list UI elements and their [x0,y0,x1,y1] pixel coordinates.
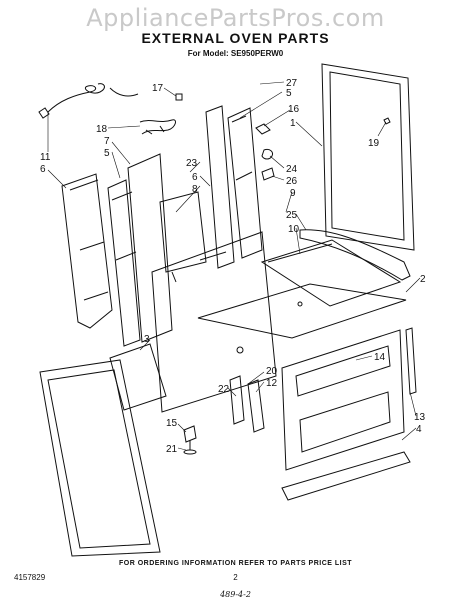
callout-6-right: 6 [192,172,198,183]
drawer-panel-drawing [39,359,161,557]
callout-3: 3 [144,334,150,345]
watermark: AppliancePartsPros.com [86,4,385,32]
hinge-bracket-drawing [229,375,265,433]
callout-20: 20 [266,366,278,377]
page-number: 2 [233,573,238,582]
callout-8: 8 [192,184,198,195]
callout-23: 23 [186,158,198,169]
left-side-panel-drawing [61,173,113,329]
kick-plate-drawing [281,451,411,501]
power-cord-drawing [38,83,139,119]
callout-21: 21 [166,444,178,455]
oven-top-drawing [197,283,407,339]
callout-17: 17 [152,83,164,94]
callout-12: 12 [266,378,278,389]
callout-6: 6 [40,164,46,175]
callout-19: 19 [368,138,380,149]
wiring-harness-drawing [139,119,176,135]
callout-14: 14 [374,352,386,363]
model-line: For Model: SE950PERW0 [187,49,284,58]
oven-door-drawing [321,63,415,251]
callout-27: 27 [286,78,298,89]
callout-16: 16 [288,104,300,115]
rear-panel-drawing [151,191,277,413]
callout-22: 22 [218,384,230,395]
page-title: EXTERNAL OVEN PARTS [141,30,330,46]
right-side-frame-drawing [205,105,263,269]
handwritten-code: 489-4-2 [220,590,251,599]
front-frame-drawing [107,153,173,347]
callout-5: 5 [286,88,292,99]
callout-25: 25 [286,210,298,221]
leader-lines [47,81,421,451]
callout-13: 13 [414,412,426,423]
callout-2: 2 [420,274,426,285]
callout-7: 7 [104,136,110,147]
document-number: 4157829 [14,573,46,582]
callout-10: 10 [288,224,300,235]
callout-26: 26 [286,176,298,187]
callout-11: 11 [40,152,51,163]
callout-4: 4 [416,424,422,435]
ordering-note: FOR ORDERING INFORMATION REFER TO PARTS … [118,560,353,567]
callout-15: 15 [166,418,178,429]
callout-18: 18 [96,124,108,135]
callout-9: 9 [290,188,296,199]
bottom-rail-drawing [109,343,167,411]
callout-labels: 17 27 5 11 6 18 7 5 16 1 19 23 6 8 24 26… [40,78,426,455]
callout-24: 24 [286,164,298,175]
callout-5-left: 5 [104,148,110,159]
side-trim-drawing [299,229,411,281]
front-door-assembly-drawing [281,329,405,471]
leveling-leg-drawing [183,425,197,455]
callout-1: 1 [290,118,296,129]
